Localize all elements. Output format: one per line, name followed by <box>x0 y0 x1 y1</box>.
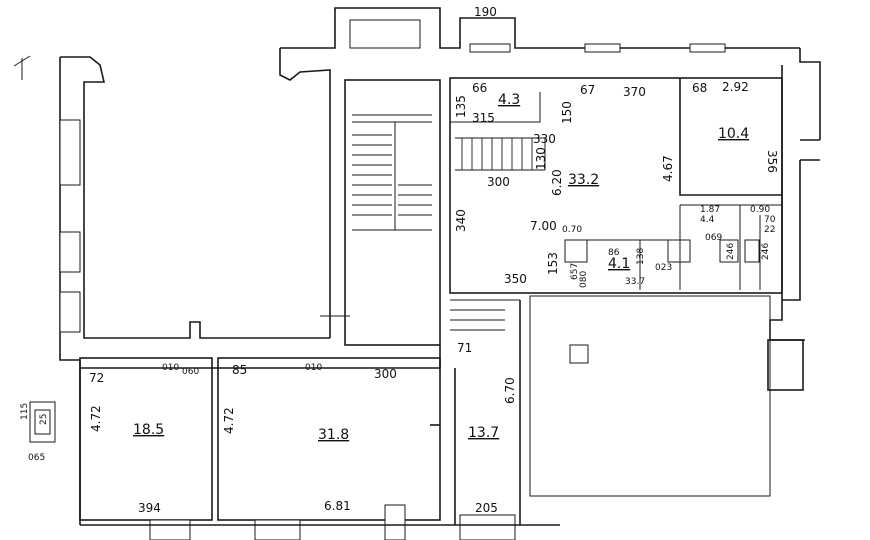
dim-68: 68 <box>692 81 707 95</box>
stair-core <box>320 79 441 346</box>
room-area-4-1: 4.1 <box>608 256 630 272</box>
dim-2-92: 2.92 <box>722 80 749 94</box>
dim-150: 150 <box>560 101 574 124</box>
dim-065: 065 <box>28 453 45 463</box>
upper-apartment <box>449 43 783 294</box>
dim-6-81: 6.81 <box>324 499 351 513</box>
room-area-10-4: 10.4 <box>718 126 749 142</box>
dim-4-72a: 4.72 <box>89 405 103 432</box>
dim-069: 069 <box>705 233 722 243</box>
dim-356: 356 <box>765 150 779 173</box>
dim-394: 394 <box>138 501 161 515</box>
outer-walls <box>59 7 821 525</box>
dim-4-72b: 4.72 <box>222 407 236 434</box>
dim-25: 25 <box>39 414 49 425</box>
dim-010b: 010 <box>305 363 322 373</box>
dim-135: 135 <box>454 95 468 118</box>
dim-246b: 246 <box>761 243 771 260</box>
dim-300a: 300 <box>487 175 510 189</box>
lower-level <box>29 295 771 540</box>
dim-4-67: 4.67 <box>661 155 675 182</box>
dim-080: 080 <box>579 271 589 288</box>
dim-190: 190 <box>474 5 497 19</box>
dim-6-20: 6.20 <box>550 169 564 196</box>
room-area-31-8: 31.8 <box>318 427 349 443</box>
dimension-labels: 190 66 67 370 68 2.92 135 315 150 330 13… <box>20 5 779 515</box>
dim-350: 350 <box>504 272 527 286</box>
dim-72: 72 <box>89 371 104 385</box>
north-arrow <box>13 55 31 80</box>
dim-330: 330 <box>533 132 556 146</box>
dim-67: 67 <box>580 83 595 97</box>
window <box>59 291 81 333</box>
dim-33-7: 33.7 <box>625 277 645 287</box>
dim-22: 22 <box>764 225 775 235</box>
dim-010a: 010 <box>162 363 179 373</box>
dim-66: 66 <box>472 81 487 95</box>
dim-0-70: 0.70 <box>562 225 582 235</box>
dim-153: 153 <box>546 252 560 275</box>
dim-86: 86 <box>608 248 620 258</box>
room-labels: 18.5 31.8 13.7 33.2 4.3 10.4 4.1 4.4 <box>133 92 749 443</box>
dim-060: 060 <box>182 367 199 377</box>
dim-246a: 246 <box>726 243 736 260</box>
dim-0-90: 0.90 <box>750 205 770 215</box>
dim-115: 115 <box>20 403 30 420</box>
dim-1-87: 1.87 <box>700 205 720 215</box>
dim-315: 315 <box>472 111 495 125</box>
dim-023: 023 <box>655 263 672 273</box>
room-area-33-2: 33.2 <box>568 172 599 188</box>
dim-71: 71 <box>457 341 472 355</box>
window <box>59 119 81 186</box>
room-area-4-3: 4.3 <box>498 92 520 108</box>
window <box>59 231 81 273</box>
dim-85: 85 <box>232 363 247 377</box>
dim-340: 340 <box>454 209 468 232</box>
dim-138: 138 <box>636 248 646 265</box>
dim-370: 370 <box>623 85 646 99</box>
dim-6-70: 6.70 <box>503 377 517 404</box>
dim-70: 70 <box>764 215 776 225</box>
room-area-18-5: 18.5 <box>133 422 164 438</box>
dim-130: 130 <box>534 147 548 170</box>
dim-657: 657 <box>570 263 580 280</box>
dim-205: 205 <box>475 501 498 515</box>
room-area-4-4: 4.4 <box>700 215 715 225</box>
dim-300b: 300 <box>374 367 397 381</box>
dim-7-00: 7.00 <box>530 219 557 233</box>
room-area-13-7: 13.7 <box>468 425 499 441</box>
